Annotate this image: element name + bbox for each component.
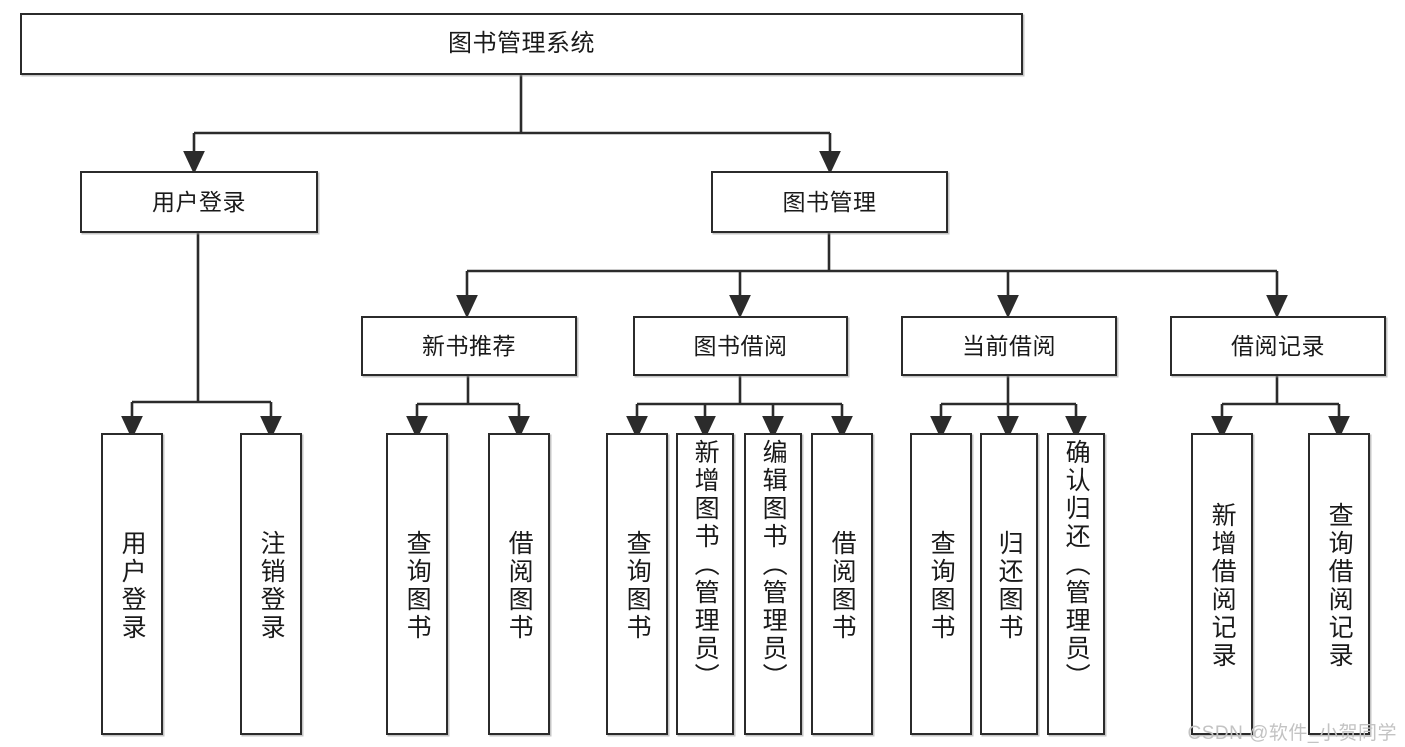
node-label: 确认归还（管理员） bbox=[1062, 439, 1091, 691]
node-label: 借阅记录 bbox=[1231, 332, 1325, 359]
leaf-query-borrow-record[interactable]: 查询借阅记录 bbox=[1308, 433, 1370, 735]
node-borrow-record[interactable]: 借阅记录 bbox=[1170, 316, 1386, 376]
node-book-management[interactable]: 图书管理 bbox=[711, 171, 948, 233]
node-new-book-recommend[interactable]: 新书推荐 bbox=[361, 316, 577, 376]
node-label: 查询借阅记录 bbox=[1325, 502, 1354, 670]
leaf-confirm-return[interactable]: 确认归还（管理员） bbox=[1047, 433, 1105, 735]
watermark-text: CSDN @软件_小贺同学 bbox=[1187, 723, 1397, 744]
node-label: 图书借阅 bbox=[693, 332, 788, 359]
node-label: 查询图书 bbox=[927, 530, 956, 642]
node-book-management-system[interactable]: 图书管理系统 bbox=[20, 13, 1023, 75]
leaf-user-logout[interactable]: 注销登录 bbox=[240, 433, 302, 735]
node-user-login[interactable]: 用户登录 bbox=[80, 171, 318, 233]
leaf-query-book-recommend[interactable]: 查询图书 bbox=[386, 433, 448, 735]
leaf-query-book-borrow[interactable]: 查询图书 bbox=[606, 433, 668, 735]
node-label: 新书推荐 bbox=[422, 332, 516, 359]
node-label: 查询图书 bbox=[403, 530, 432, 642]
node-label: 借阅图书 bbox=[828, 530, 857, 642]
node-label: 新增借阅记录 bbox=[1208, 502, 1237, 670]
node-label: 图书管理 bbox=[782, 188, 877, 215]
node-label: 用户登录 bbox=[118, 530, 147, 642]
node-label: 图书管理系统 bbox=[448, 30, 595, 58]
leaf-edit-book[interactable]: 编辑图书（管理员） bbox=[744, 433, 802, 735]
node-label: 用户登录 bbox=[152, 188, 246, 215]
leaf-add-book[interactable]: 新增图书（管理员） bbox=[676, 433, 734, 735]
leaf-query-book-current[interactable]: 查询图书 bbox=[910, 433, 972, 735]
node-label: 编辑图书（管理员） bbox=[759, 439, 788, 691]
leaf-borrow-book-recommend[interactable]: 借阅图书 bbox=[488, 433, 550, 735]
node-label: 归还图书 bbox=[995, 530, 1024, 642]
leaf-user-login[interactable]: 用户登录 bbox=[101, 433, 163, 735]
leaf-borrow-book[interactable]: 借阅图书 bbox=[811, 433, 873, 735]
leaf-add-borrow-record[interactable]: 新增借阅记录 bbox=[1191, 433, 1253, 735]
leaf-return-book[interactable]: 归还图书 bbox=[980, 433, 1038, 735]
node-label: 注销登录 bbox=[257, 530, 286, 642]
node-current-borrow[interactable]: 当前借阅 bbox=[901, 316, 1117, 376]
node-label: 借阅图书 bbox=[505, 530, 534, 642]
node-label: 查询图书 bbox=[623, 530, 652, 642]
node-label: 新增图书（管理员） bbox=[691, 439, 720, 691]
node-book-borrow[interactable]: 图书借阅 bbox=[633, 316, 848, 376]
node-label: 当前借阅 bbox=[962, 332, 1056, 359]
